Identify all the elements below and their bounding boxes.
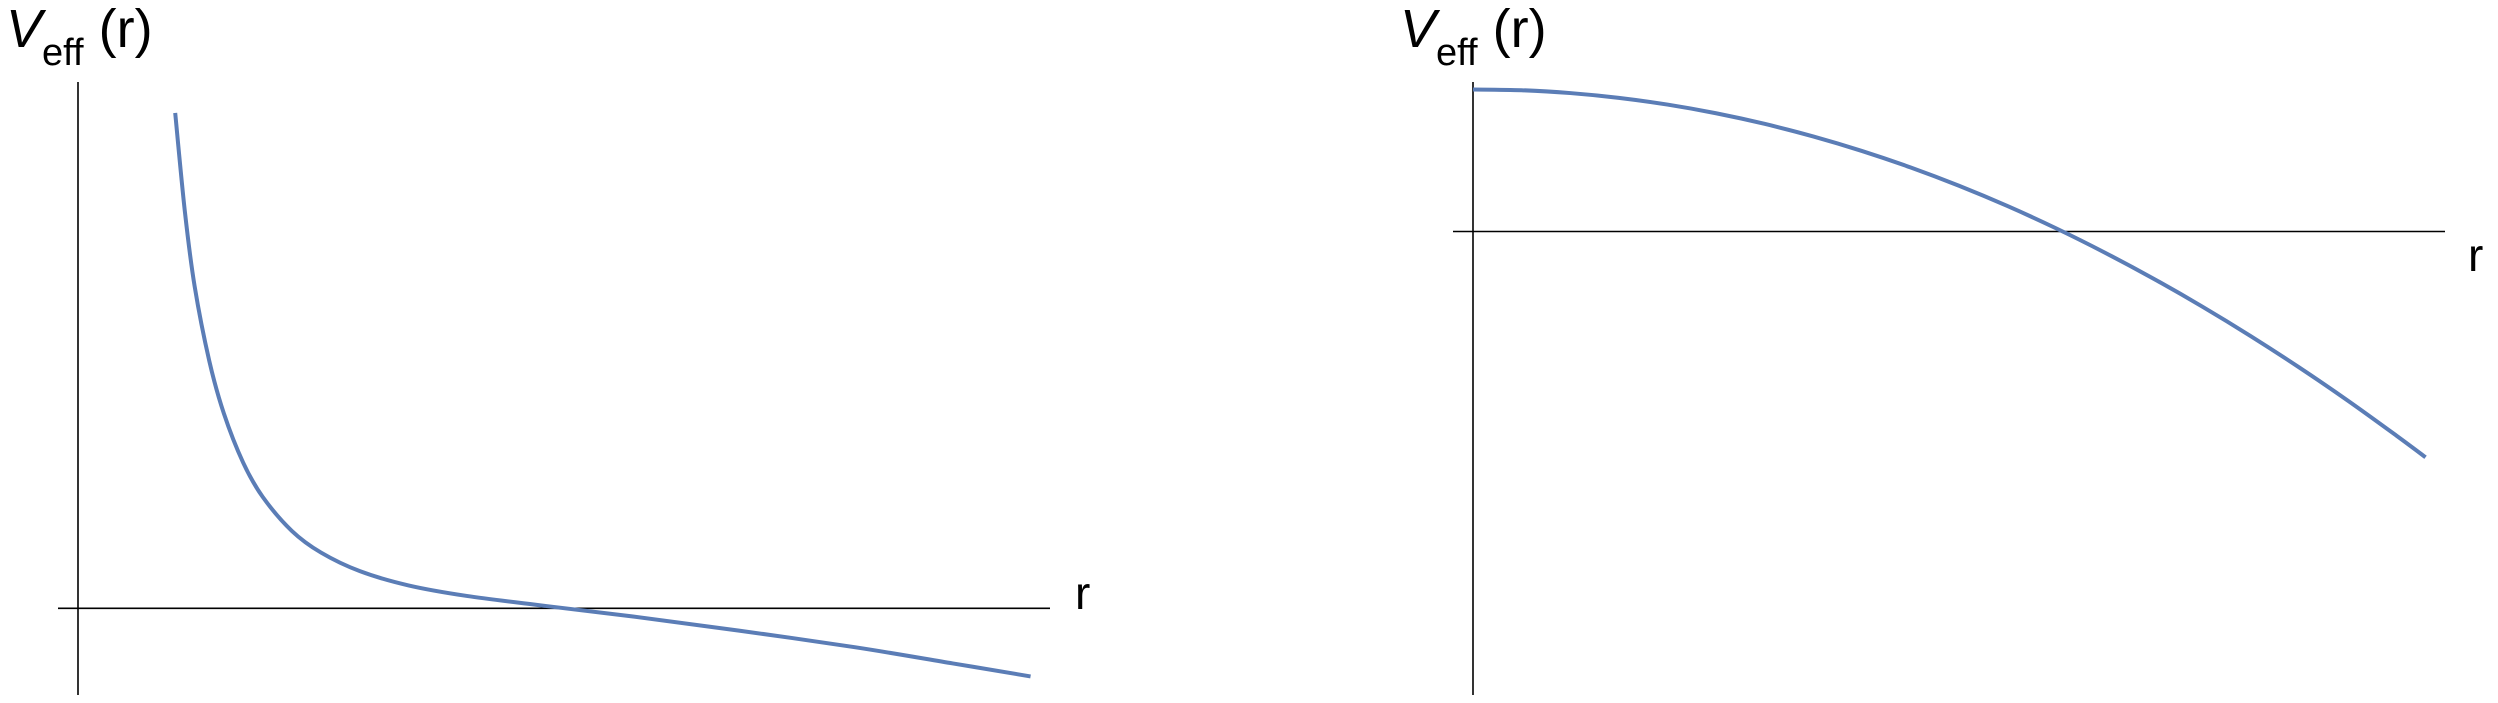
series-line bbox=[173, 112, 1031, 679]
y-axis-label-arg: (r) bbox=[98, 0, 153, 59]
y-axis-label-subscript: eff bbox=[1436, 32, 1478, 74]
series-line bbox=[1472, 87, 2427, 459]
plot-area bbox=[58, 82, 1050, 695]
chart-panel-left: Veff (r) r bbox=[6, 0, 1091, 695]
y-axis-label-subscript: eff bbox=[42, 32, 84, 74]
y-axis-label: Veff (r) bbox=[6, 0, 153, 72]
y-axis-label-arg: (r) bbox=[1492, 0, 1547, 59]
plot-area bbox=[1453, 82, 2445, 695]
x-axis-label: r bbox=[2468, 229, 2484, 281]
y-axis-label-symbol: V bbox=[6, 0, 43, 59]
y-axis-label-symbol: V bbox=[1400, 0, 1437, 59]
chart-panel-right: Veff (r) r bbox=[1390, 0, 2498, 703]
x-axis-label: r bbox=[1075, 567, 1091, 619]
y-axis-label: Veff (r) bbox=[1400, 0, 1547, 72]
